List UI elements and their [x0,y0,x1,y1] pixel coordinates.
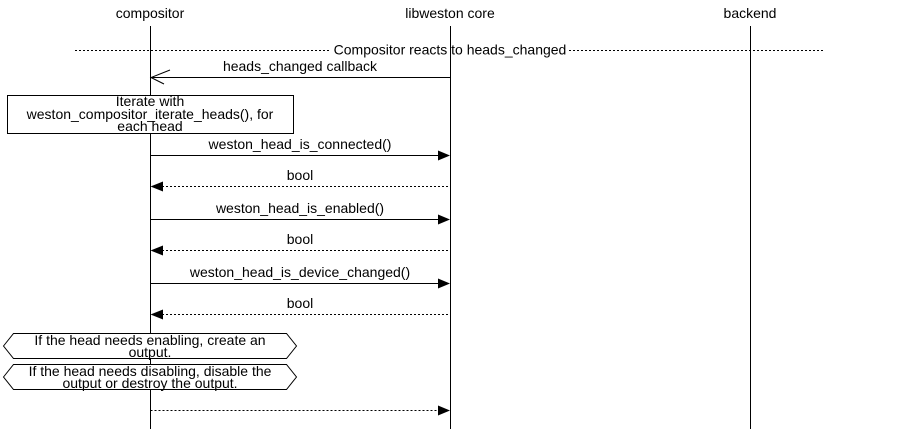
filled-arrowhead-right-icon [438,405,450,416]
note-box-shape [7,95,294,134]
note-box-label: Iterate with weston_compositor_iterate_h… [26,93,274,135]
participant-label-libweston-core: libweston core [405,5,495,21]
participant-label-backend: backend [723,5,777,21]
message-label-heads-changed-callback: heads_changed callback [222,58,378,74]
message-label-weston-head-is-device-changed: weston_head_is_device_changed() [189,264,411,280]
note-hexagon-1-label: If the head needs enabling, create an ou… [34,331,266,360]
filled-arrowhead-right-icon [438,278,450,289]
return-label-bool-1: bool [286,167,314,183]
participant-label-compositor: compositor [115,5,185,21]
filled-arrowhead-right-icon [438,214,450,225]
filled-arrowhead-right-icon [438,150,450,161]
return-label-bool-2: bool [286,231,314,247]
filled-arrowhead-left-icon [150,181,163,192]
message-label-weston-head-is-connected: weston_head_is_connected() [208,136,392,152]
open-arrowhead-left-icon [149,69,171,85]
note-hexagon-1-shape [2,333,298,359]
filled-arrowhead-left-icon [150,309,163,320]
note-hexagon-2-shape [2,364,298,390]
return-label-bool-3: bool [286,295,314,311]
filled-arrowhead-left-icon [150,245,163,256]
note-hexagon-2-label: If the head needs disabling, disable the… [28,362,272,391]
message-label-weston-head-is-enabled: weston_head_is_enabled() [215,200,385,216]
divider-label: Compositor reacts to heads_changed [333,41,567,58]
